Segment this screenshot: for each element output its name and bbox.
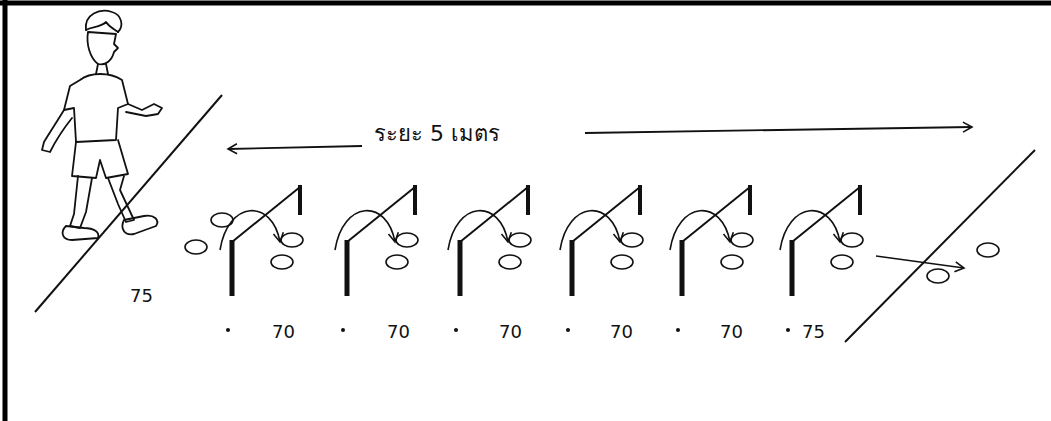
hurdle-post — [570, 240, 575, 296]
hurdle-post — [680, 240, 685, 296]
jump-arc — [335, 211, 395, 250]
spacing-dimension: 70 — [718, 322, 745, 342]
footprint — [927, 269, 949, 283]
footprint — [499, 255, 521, 269]
jump-arc — [780, 211, 840, 250]
distance-arrow-left — [228, 146, 362, 149]
spacing-dimension: 70 — [385, 322, 412, 342]
distance-arrow-right — [585, 127, 972, 133]
frame-left — [3, 0, 8, 421]
marker-dot — [226, 328, 230, 332]
hurdle-post — [413, 185, 417, 215]
spacing-dimension: 75 — [800, 322, 827, 342]
hurdle-post — [526, 185, 530, 215]
jump-arc — [220, 211, 280, 250]
footprint — [721, 255, 743, 269]
footprint — [841, 233, 863, 247]
footprint — [611, 255, 633, 269]
jump-arc — [560, 211, 620, 250]
footprint — [509, 233, 531, 247]
hurdle-post — [230, 240, 235, 296]
footprint — [211, 213, 233, 227]
hurdle-post — [638, 185, 642, 215]
hurdle-post — [790, 240, 795, 296]
spacing-dimension: 70 — [497, 322, 524, 342]
spacing-dimension: 70 — [608, 322, 635, 342]
hurdle-post — [748, 185, 752, 215]
footprint — [271, 255, 293, 269]
footprint — [396, 233, 418, 247]
hurdle-post — [345, 240, 350, 296]
run-out-arrow — [876, 256, 964, 268]
marker-dot — [454, 328, 458, 332]
hurdle-row — [185, 185, 999, 332]
jump-arc — [448, 211, 508, 250]
footprint — [621, 233, 643, 247]
finish-line — [845, 150, 1035, 342]
footprint — [977, 243, 999, 257]
marker-dot — [786, 328, 790, 332]
marker-dot — [676, 328, 680, 332]
start-line — [35, 95, 222, 312]
footprint — [281, 233, 303, 247]
spacing-dimension: 75 — [128, 286, 155, 306]
distance-label: ระยะ 5 เมตร — [372, 122, 502, 146]
person-figure — [42, 11, 162, 240]
hurdle-post — [458, 240, 463, 296]
footprint — [185, 240, 207, 254]
frame-top — [0, 1, 1051, 6]
footprint — [831, 255, 853, 269]
jump-arc — [670, 211, 730, 250]
footprint — [731, 233, 753, 247]
hurdle-post — [858, 185, 862, 215]
marker-dot — [341, 328, 345, 332]
footprint — [386, 255, 408, 269]
hurdle-post — [298, 185, 302, 215]
spacing-dimension: 70 — [270, 322, 297, 342]
marker-dot — [566, 328, 570, 332]
